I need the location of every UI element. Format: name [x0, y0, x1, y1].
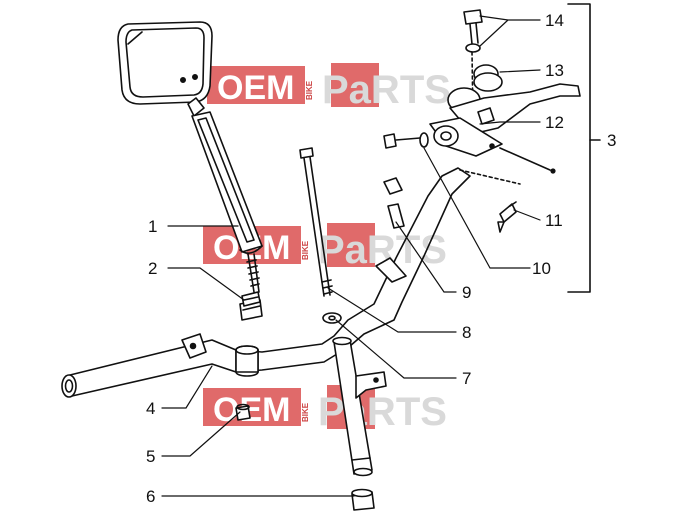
callout-3: 3 — [607, 131, 616, 150]
callout-13: 13 — [545, 61, 564, 80]
callout-8: 8 — [462, 323, 471, 342]
callout-labels: 1 2 3 4 5 6 7 8 9 10 11 12 13 14 — [146, 11, 616, 506]
callout-4: 4 — [146, 399, 155, 418]
svg-text:PaRTS: PaRTS — [318, 390, 447, 434]
callout-6: 6 — [146, 487, 155, 506]
callout-7: 7 — [462, 369, 471, 388]
bracket-part-3 — [567, 3, 591, 293]
handlebar-part — [61, 167, 471, 477]
svg-text:BIKE: BIKE — [301, 240, 310, 260]
svg-text:OEM: OEM — [213, 391, 290, 429]
nut-part-2 — [239, 291, 263, 321]
leader-lines — [161, 15, 541, 497]
callout-12: 12 — [545, 113, 564, 132]
mirror-part — [117, 21, 263, 293]
callout-9: 9 — [462, 283, 471, 302]
callout-2: 2 — [148, 259, 157, 278]
callout-10: 10 — [532, 259, 551, 278]
callout-14: 14 — [545, 11, 564, 30]
end-cap-part-6 — [351, 488, 375, 511]
watermark-oem-text: OEM — [217, 69, 294, 107]
svg-text:BIKE: BIKE — [301, 402, 310, 422]
callout-1: 1 — [148, 217, 157, 236]
watermark-parts-text: PaRTS — [322, 68, 451, 112]
watermark-bike-text: BIKE — [305, 80, 314, 100]
callout-5: 5 — [146, 447, 155, 466]
nut-part-5 — [235, 403, 251, 421]
lever-assembly — [383, 9, 581, 233]
watermark-top: OEM BIKE PaRTS — [207, 63, 451, 112]
long-bolt-part-8 — [299, 147, 333, 297]
callout-11: 11 — [545, 211, 563, 230]
